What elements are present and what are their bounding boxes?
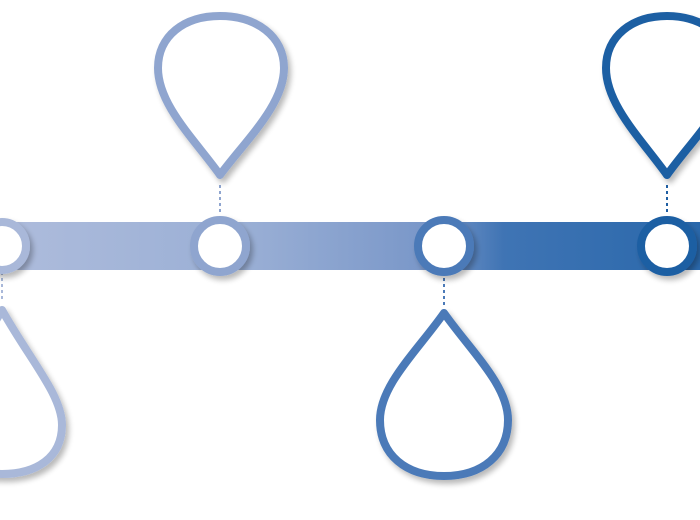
circle-node-icon	[0, 218, 30, 274]
circle-node-icon	[637, 216, 697, 276]
teardrop-callout-icon	[376, 309, 512, 480]
circle-node-icon	[414, 216, 474, 276]
teardrop-callout-icon	[154, 12, 288, 179]
circle-node-icon	[190, 216, 250, 276]
teardrop-callout-icon	[602, 12, 700, 179]
timeline-bar	[0, 222, 700, 270]
teardrop-callout-icon	[0, 306, 66, 478]
